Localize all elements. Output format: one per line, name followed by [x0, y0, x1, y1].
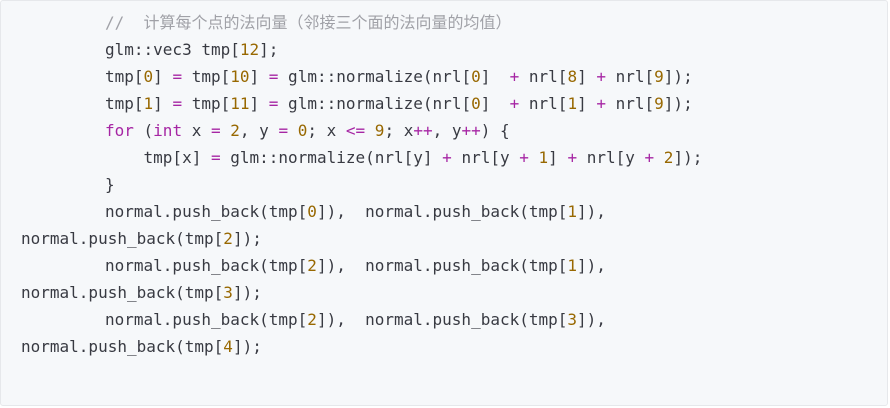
code-line: normal.push_back(tmp[2]);	[21, 229, 262, 248]
code-line: normal.push_back(tmp[3]);	[21, 283, 262, 302]
code-line: }	[105, 175, 115, 194]
code-line: normal.push_back(tmp[4]);	[21, 337, 262, 356]
code-line: tmp[x] = glm::normalize(nrl[y] + nrl[y +…	[105, 148, 703, 167]
code-line: normal.push_back(tmp[2]), normal.push_ba…	[105, 310, 606, 329]
code-comment: // 计算每个点的法向量（邻接三个面的法向量的均值）	[105, 13, 512, 32]
code-line: normal.push_back(tmp[0]), normal.push_ba…	[105, 202, 606, 221]
code-line: glm::vec3 tmp[12];	[105, 40, 279, 59]
code-line: tmp[0] = tmp[10] = glm::normalize(nrl[0]…	[105, 67, 693, 86]
code-line: normal.push_back(tmp[2]), normal.push_ba…	[105, 256, 606, 275]
code-line: for (int x = 2, y = 0; x <= 9; x++, y++)…	[105, 121, 510, 140]
code-line: tmp[1] = tmp[11] = glm::normalize(nrl[0]…	[105, 94, 693, 113]
